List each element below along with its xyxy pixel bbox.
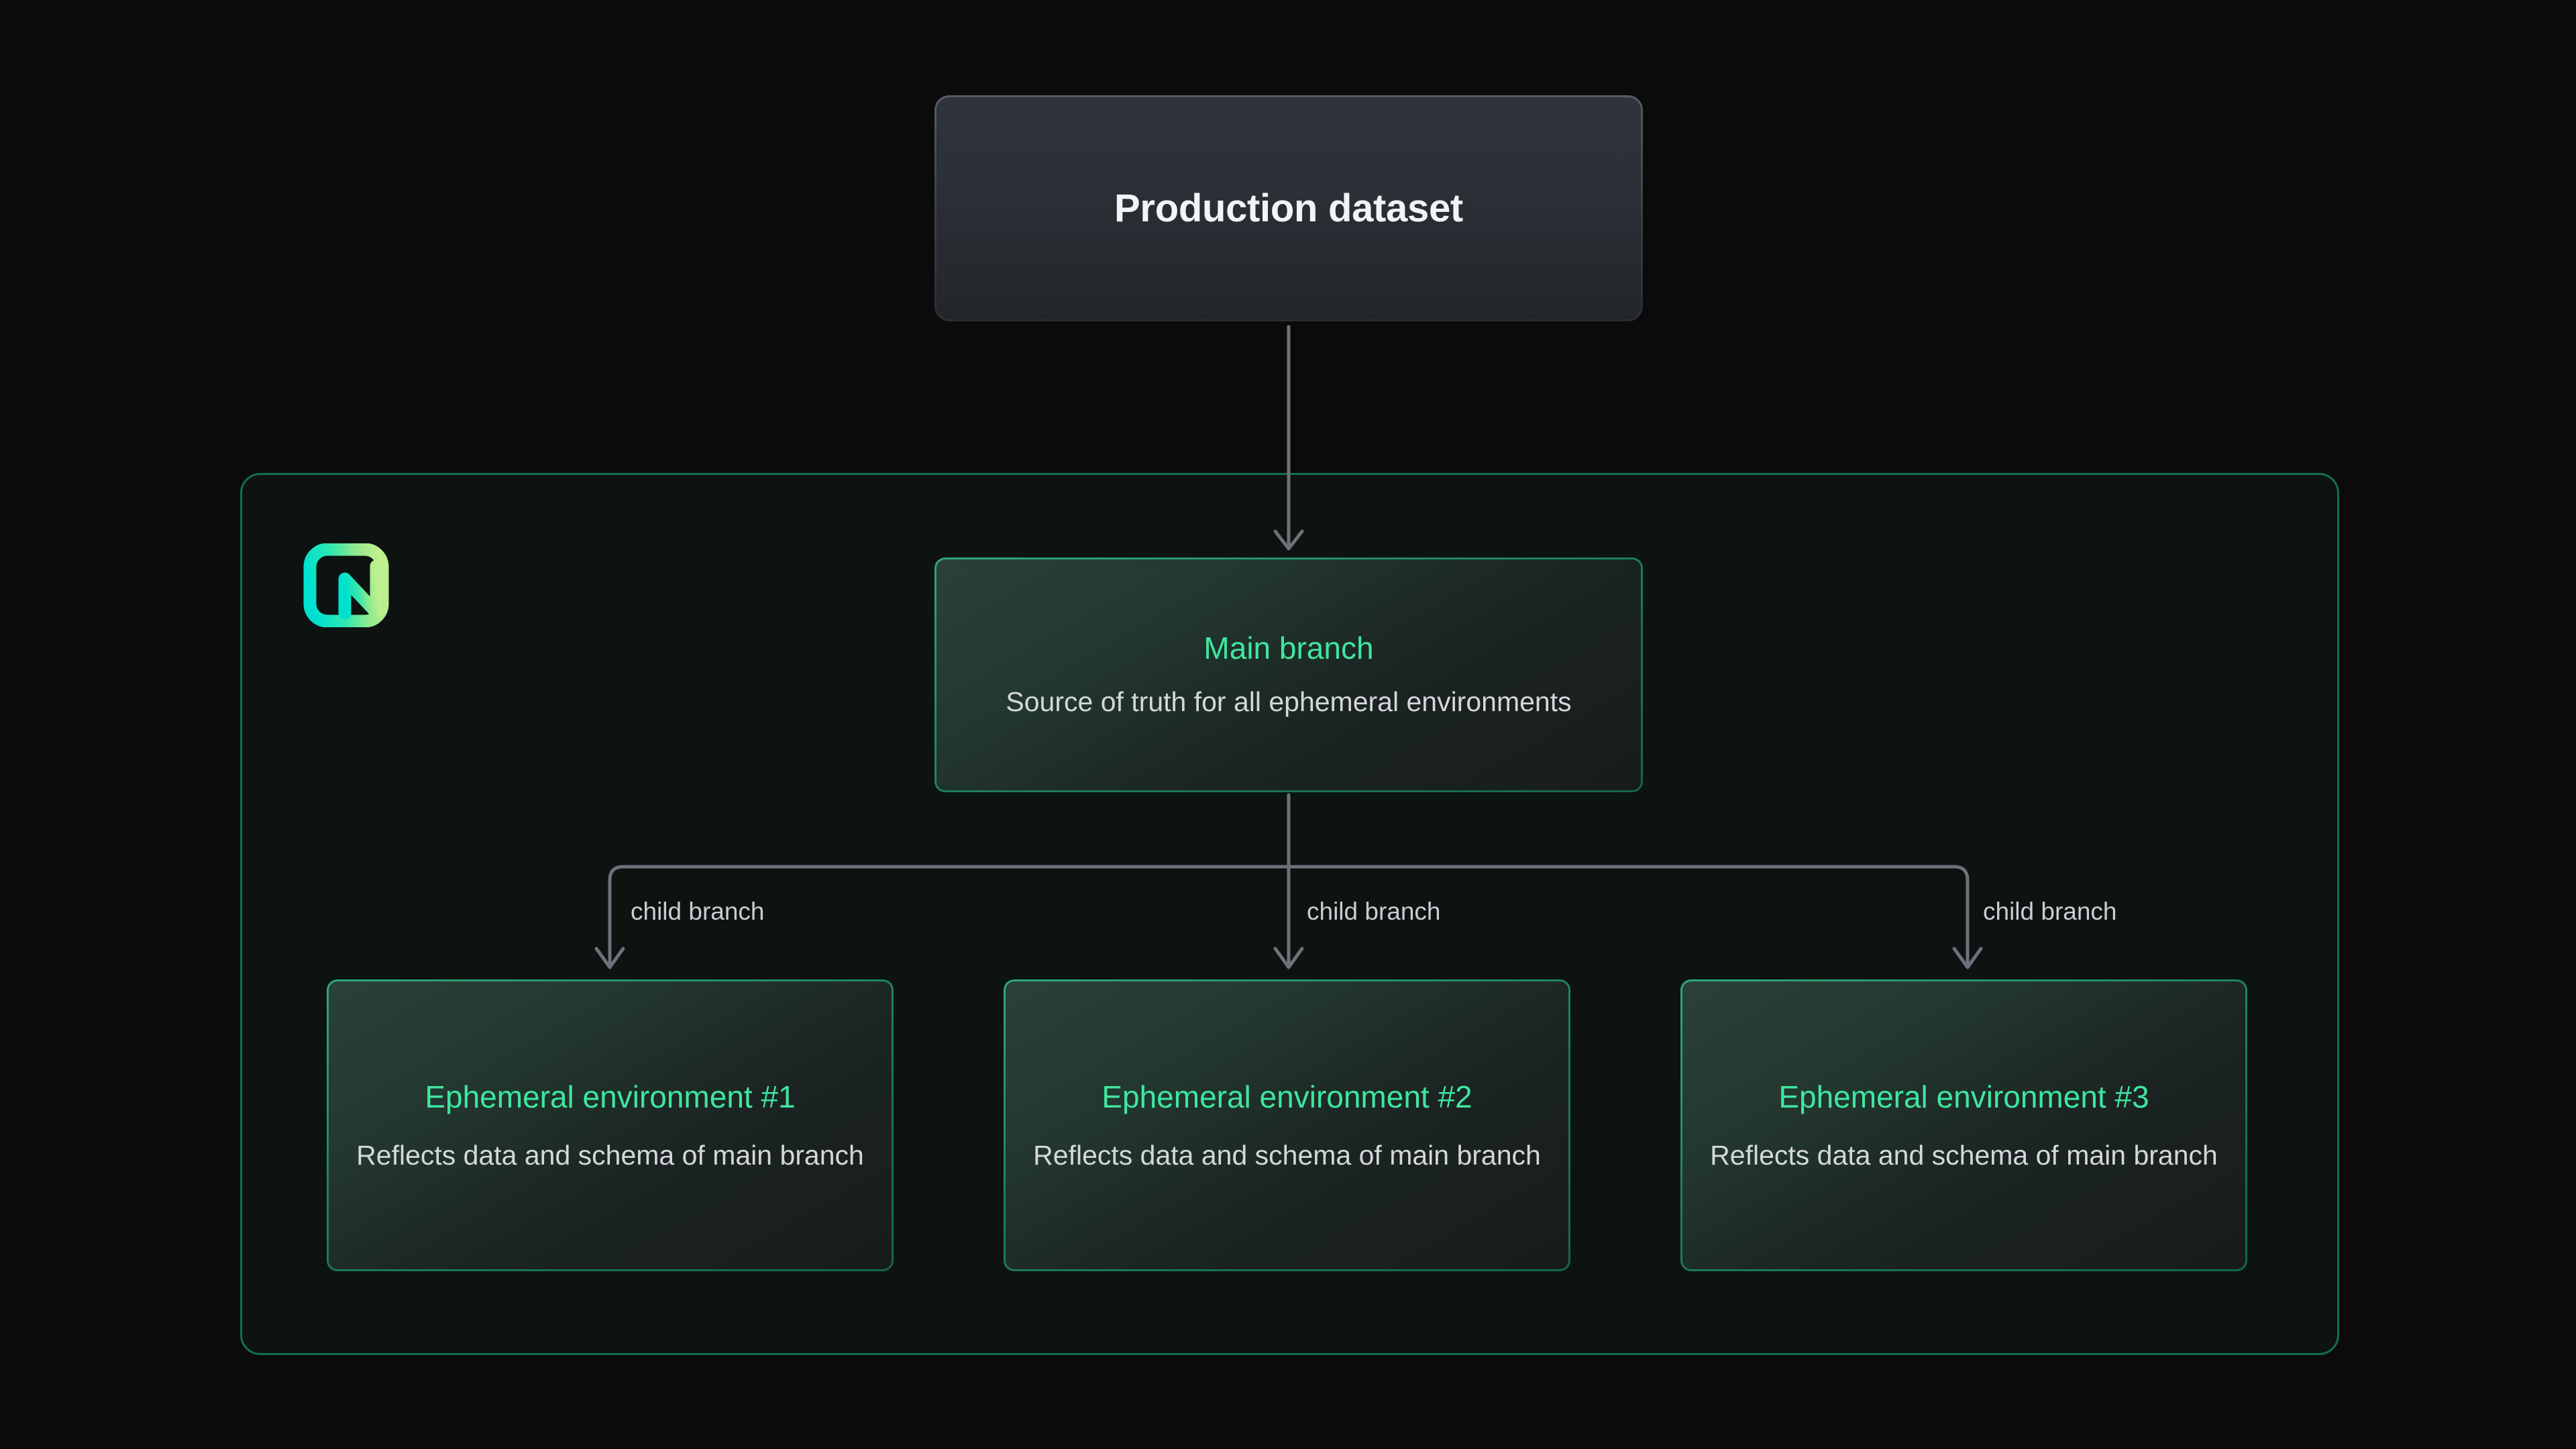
ephemeral-environment-3-title: Ephemeral environment #3 xyxy=(1778,1079,2149,1114)
edge-label-child-branch-1: child branch xyxy=(631,898,765,925)
ephemeral-environment-3-description: Reflects data and schema of main branch xyxy=(1710,1139,2218,1171)
ephemeral-environment-1-description: Reflects data and schema of main branch xyxy=(356,1139,864,1171)
node-ephemeral-environment-3[interactable]: Ephemeral environment #3 Reflects data a… xyxy=(1680,979,2247,1271)
main-branch-title: Main branch xyxy=(1203,631,1374,666)
node-ephemeral-environment-2[interactable]: Ephemeral environment #2 Reflects data a… xyxy=(1004,979,1570,1271)
edge-label-child-branch-3: child branch xyxy=(1983,898,2117,925)
production-dataset-label: Production dataset xyxy=(1114,186,1463,230)
ephemeral-environment-2-title: Ephemeral environment #2 xyxy=(1102,1079,1472,1114)
neon-logo-icon xyxy=(303,543,404,628)
edge-label-child-branch-2: child branch xyxy=(1307,898,1441,925)
ephemeral-environment-2-description: Reflects data and schema of main branch xyxy=(1033,1139,1541,1171)
ephemeral-environment-1-title: Ephemeral environment #1 xyxy=(425,1079,796,1114)
main-branch-description: Source of truth for all ephemeral enviro… xyxy=(1006,686,1572,718)
node-main-branch[interactable]: Main branch Source of truth for all ephe… xyxy=(934,557,1643,792)
node-production-dataset[interactable]: Production dataset xyxy=(934,95,1643,321)
node-ephemeral-environment-1[interactable]: Ephemeral environment #1 Reflects data a… xyxy=(327,979,894,1271)
